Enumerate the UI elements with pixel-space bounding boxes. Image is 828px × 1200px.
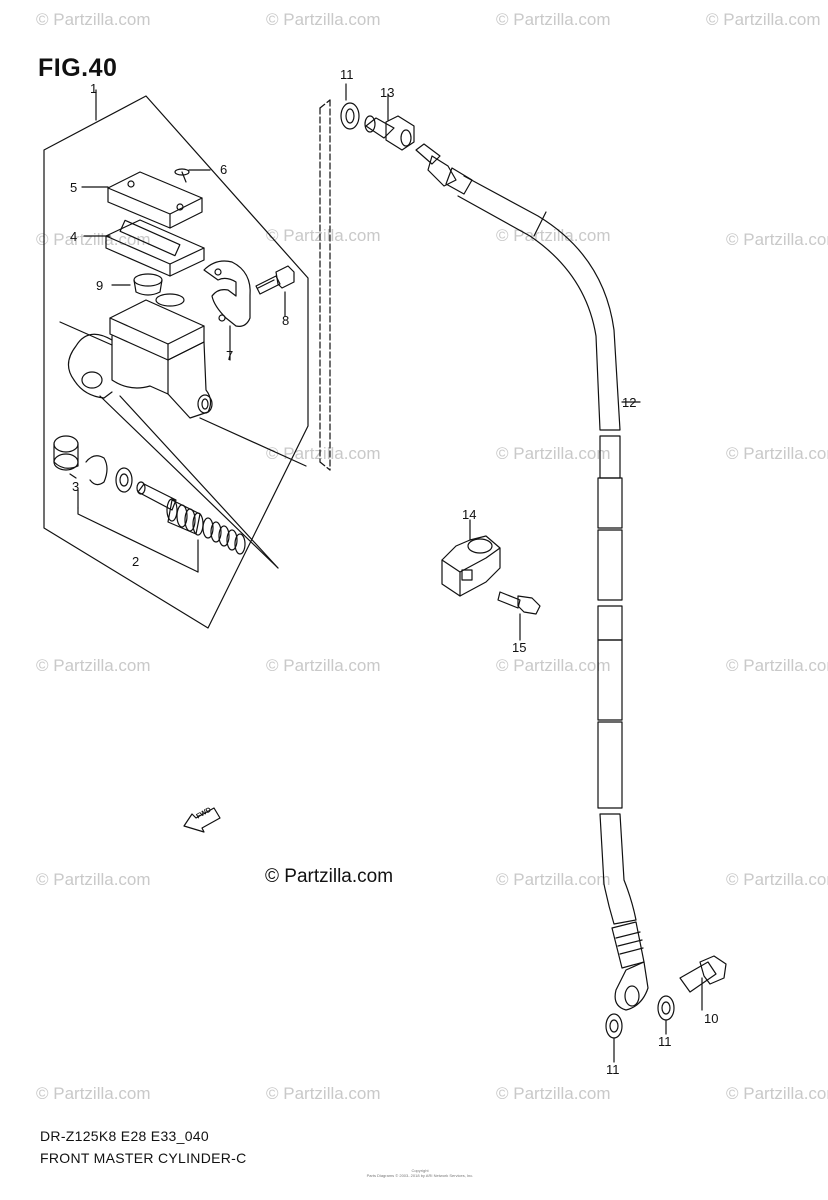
watermark-text: © Partzilla.com	[496, 10, 611, 29]
callout-label: 11	[658, 1034, 672, 1049]
watermark-text: © Partzilla.com	[496, 656, 611, 675]
piston-cup	[53, 435, 108, 509]
washer-bottom	[605, 1013, 623, 1063]
watermark-text: © Partzilla.com	[496, 226, 611, 245]
union-bolt	[364, 93, 415, 151]
fine-print-line: Parts Diagrams © 2003- 2018 by ARI Netwo…	[366, 1173, 474, 1178]
watermark-text: © Partzilla.com	[266, 656, 381, 675]
watermark-text: © Partzilla.com	[496, 870, 611, 889]
fine-print-line: Copyright	[411, 1168, 429, 1173]
watermark-text: © Partzilla.com	[36, 10, 151, 29]
leader-lines-dashed	[319, 99, 331, 471]
watermark-text: © Partzilla.com	[36, 870, 151, 889]
banjo-bolt	[679, 955, 727, 1011]
watermark-text: © Partzilla.com	[726, 870, 828, 889]
callout-label: 8	[282, 313, 290, 328]
piston-assembly	[77, 481, 246, 573]
watermark-text: © Partzilla.com	[266, 10, 381, 29]
callout-label: 13	[380, 85, 395, 100]
hose-clamp	[441, 519, 501, 597]
watermark-text: © Partzilla.com	[726, 230, 828, 249]
brake-hose	[415, 143, 649, 1011]
callout-label: 5	[70, 180, 78, 195]
watermark-text: © Partzilla.com	[36, 230, 151, 249]
watermark-text: © Partzilla.com	[36, 1084, 151, 1103]
watermark-text: © Partzilla.com	[726, 1084, 828, 1103]
assembly-guide-lines	[59, 321, 279, 569]
callout-label: 9	[96, 278, 104, 293]
watermark-text: © Partzilla.com	[266, 226, 381, 245]
washer-right	[657, 995, 675, 1035]
watermark-text: © Partzilla.com	[36, 656, 151, 675]
watermark-text: © Partzilla.com	[706, 10, 821, 29]
part-name: FRONT MASTER CYLINDER-C	[40, 1150, 247, 1166]
watermark-text: © Partzilla.com	[266, 444, 381, 463]
callout-label: 7	[226, 348, 234, 363]
clamp-bolt	[497, 591, 541, 641]
holder-bolt	[255, 265, 295, 317]
copyright-notice: © Partzilla.com	[265, 866, 394, 887]
callout-label: 12	[622, 395, 637, 410]
callout-label: 11	[340, 67, 354, 82]
watermark-text: © Partzilla.com	[496, 1084, 611, 1103]
model-code: DR-Z125K8 E28 E33_040	[40, 1128, 209, 1144]
callout-label: 2	[132, 554, 140, 569]
watermark-text: © Partzilla.com	[726, 656, 828, 675]
diaphragm-plate	[83, 219, 205, 277]
watermark-text: © Partzilla.com	[266, 1084, 381, 1103]
washer-top	[340, 83, 360, 130]
assembly-box	[43, 89, 309, 629]
callout-label: 3	[72, 479, 80, 494]
dust-boot	[111, 273, 163, 296]
callout-label: 1	[90, 81, 98, 96]
fwd-arrow-icon	[183, 807, 221, 833]
callout-label: 11	[606, 1062, 620, 1077]
figure-title: FIG.40	[38, 54, 118, 82]
callout-label: 6	[220, 162, 228, 177]
piston-washer	[115, 467, 133, 493]
callout-label: 14	[462, 507, 477, 522]
callout-label: 4	[70, 229, 78, 244]
fine-print: Copyright Parts Diagrams © 2003- 2018 by…	[350, 1168, 490, 1178]
watermark-text: © Partzilla.com	[496, 444, 611, 463]
reservoir-cap	[81, 171, 203, 229]
holder-clamp	[203, 260, 251, 361]
watermark-text: © Partzilla.com	[726, 444, 828, 463]
callout-label: 10	[704, 1011, 719, 1026]
master-cylinder-body	[67, 293, 307, 467]
cap-screw	[174, 168, 211, 183]
callout-label: 15	[512, 640, 527, 655]
